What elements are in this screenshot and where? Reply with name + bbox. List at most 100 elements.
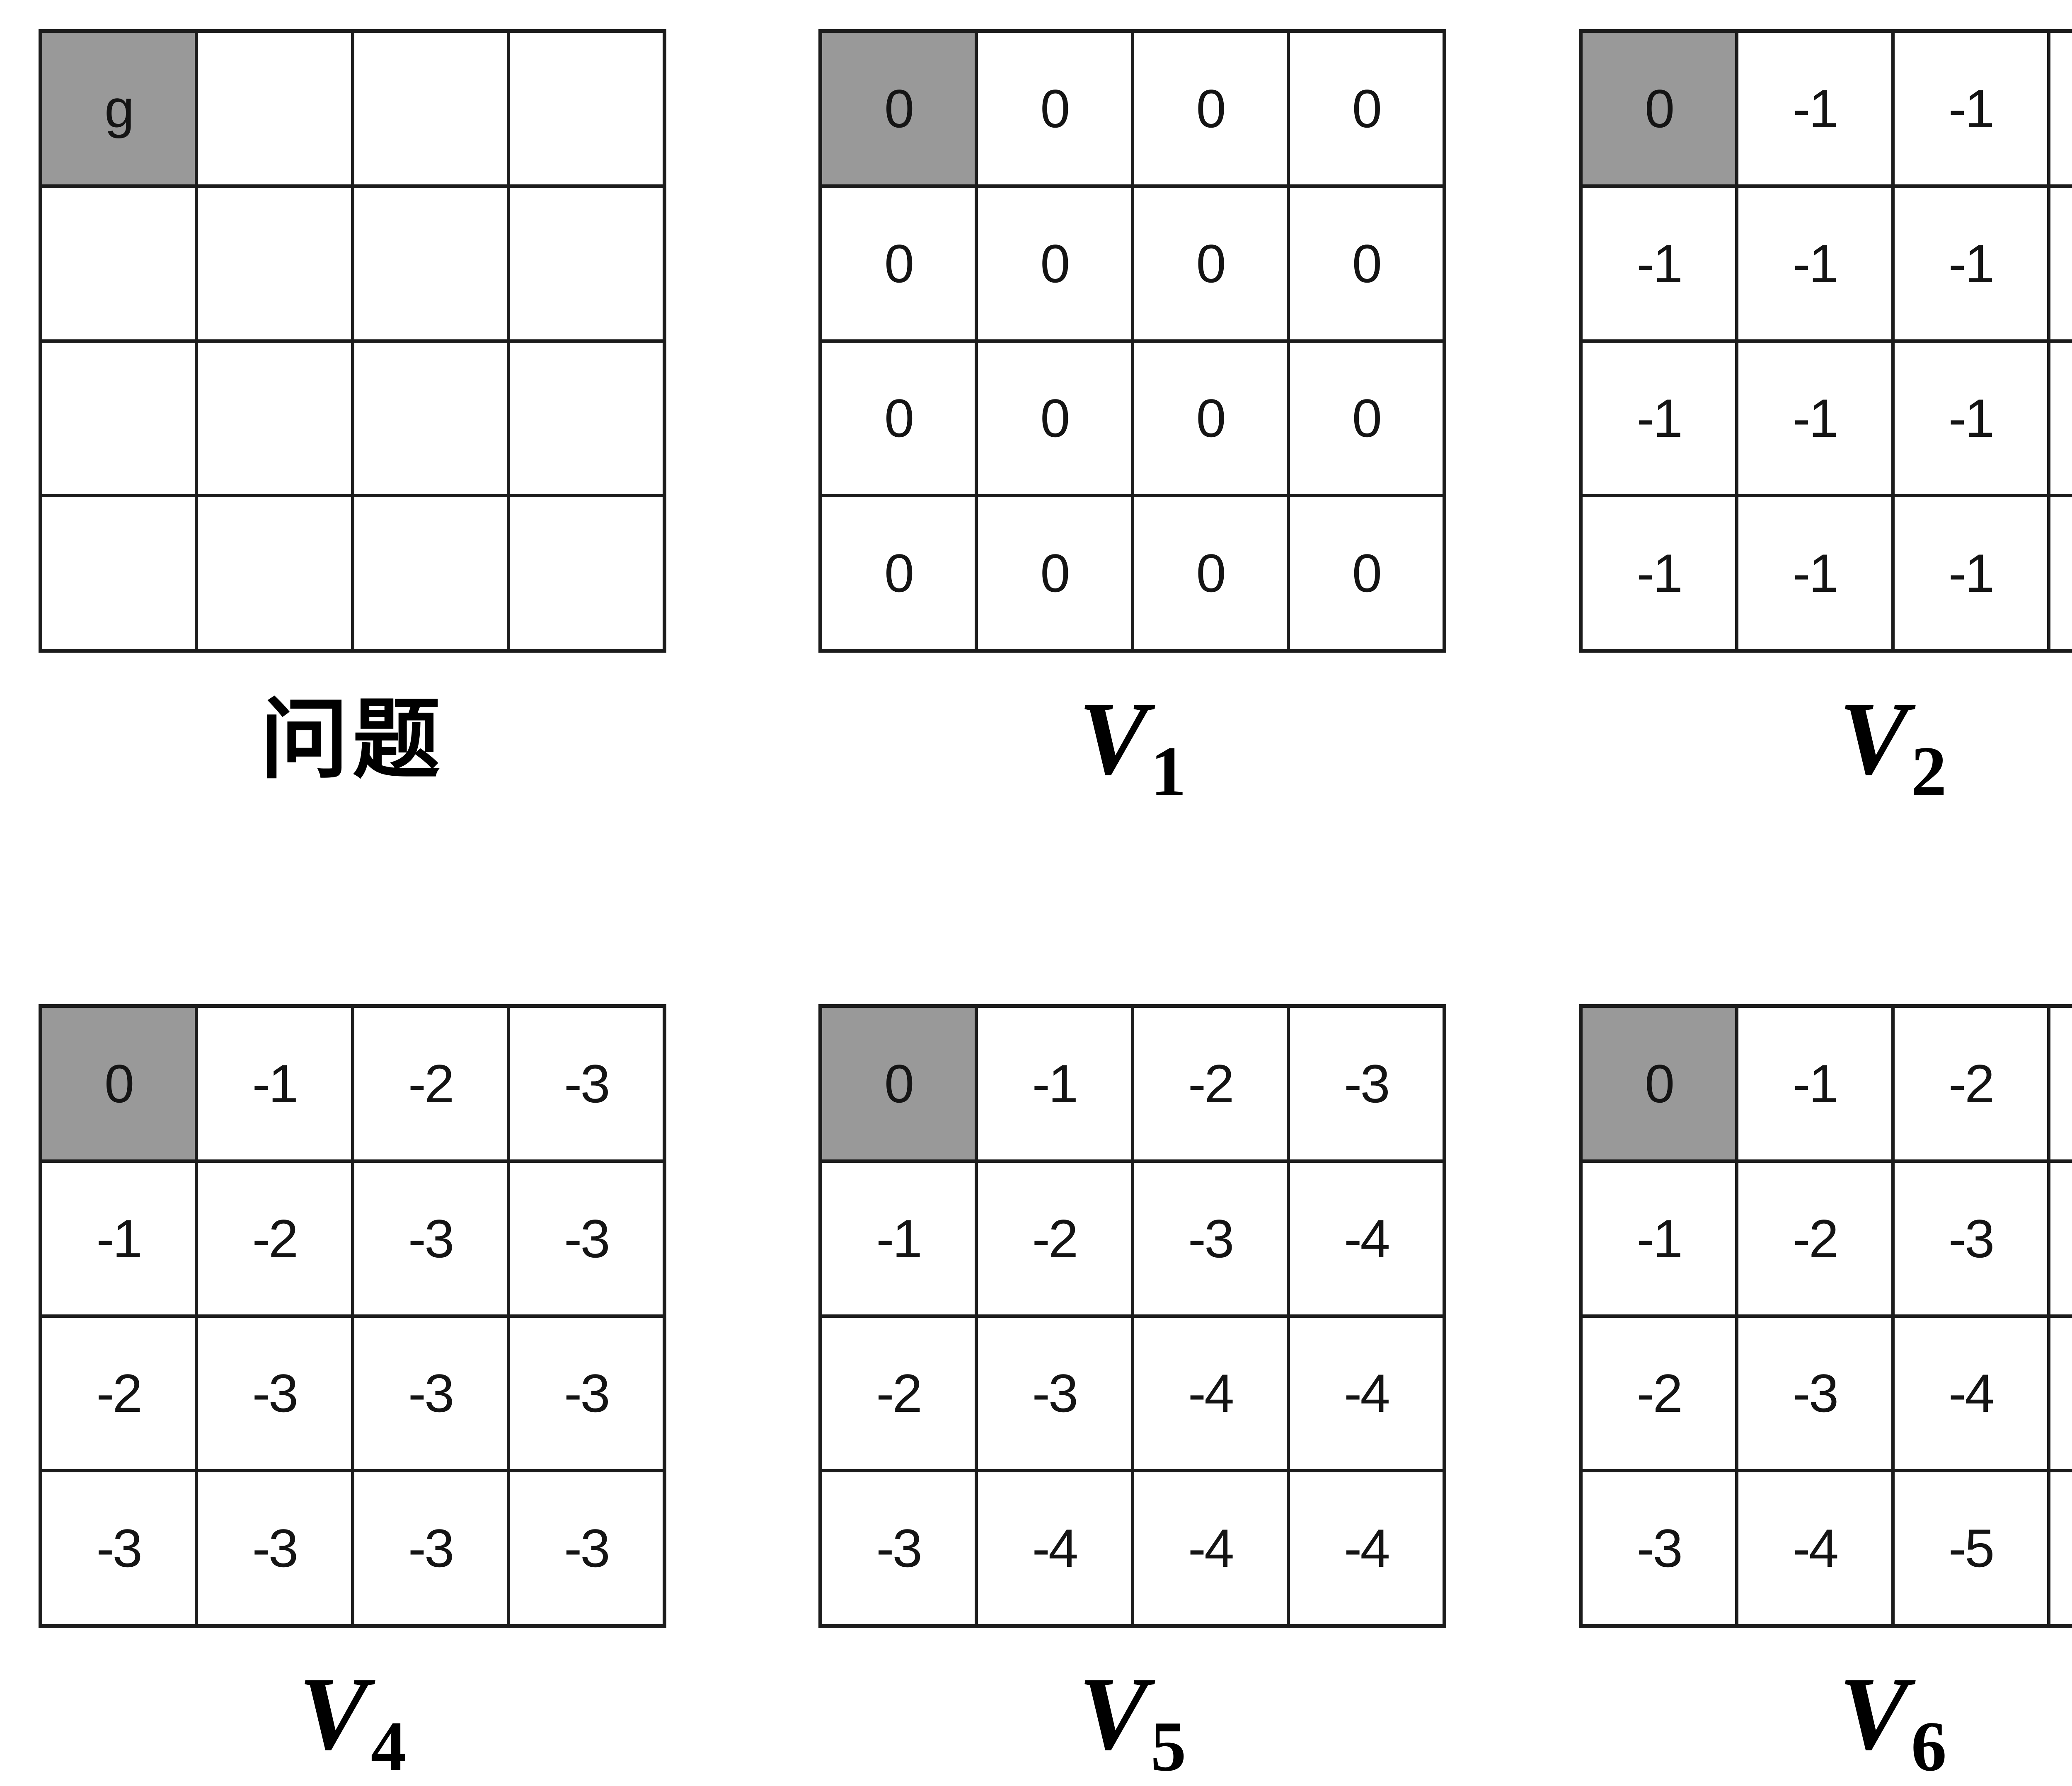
panel-problem: g 问题 bbox=[39, 29, 666, 789]
cell-v2-r2c1: -1 bbox=[1738, 342, 1891, 494]
cell-problem-r2c3 bbox=[510, 342, 663, 494]
caption-v5: V5 bbox=[818, 1661, 1446, 1786]
caption-v-subscript: 4 bbox=[370, 1707, 407, 1786]
cell-v4-r2c3: -3 bbox=[510, 1317, 663, 1469]
cell-v5-r0c1: -1 bbox=[978, 1008, 1131, 1159]
cell-problem-r1c1 bbox=[198, 187, 351, 339]
cell-v6-r3c2: -5 bbox=[1894, 1472, 2047, 1624]
cell-v2-r0c0-goal: 0 bbox=[1583, 33, 1736, 184]
caption-v6: V6 bbox=[1579, 1661, 2072, 1786]
cell-v6-r1c2: -3 bbox=[1894, 1162, 2047, 1314]
cell-problem-r0c2 bbox=[354, 33, 507, 184]
cell-v6-r0c3: -3 bbox=[2050, 1008, 2072, 1159]
cell-v5-r0c3: -3 bbox=[1290, 1008, 1443, 1159]
cell-v4-r2c1: -3 bbox=[198, 1317, 351, 1469]
panel-v4: 0-1-2-3-1-2-3-3-2-3-3-3-3-3-3-3 V4 bbox=[39, 1004, 666, 1786]
cell-v1-r0c1: 0 bbox=[978, 33, 1131, 184]
cell-v6-r1c0: -1 bbox=[1583, 1162, 1736, 1314]
cell-v6-r1c1: -2 bbox=[1738, 1162, 1891, 1314]
cell-v4-r2c0: -2 bbox=[42, 1317, 195, 1469]
caption-v-symbol: V bbox=[1078, 1655, 1148, 1771]
cell-v1-r3c1: 0 bbox=[978, 497, 1131, 649]
caption-v2: V2 bbox=[1579, 686, 2072, 811]
grid-v2: 0-1-1-1-1-1-1-1-1-1-1-1-1-1-1-1 bbox=[1579, 29, 2072, 653]
cell-v6-r0c2: -2 bbox=[1894, 1008, 2047, 1159]
cell-v4-r1c0: -1 bbox=[42, 1162, 195, 1314]
cell-v2-r3c2: -1 bbox=[1894, 497, 2047, 649]
cell-v6-r2c2: -4 bbox=[1894, 1317, 2047, 1469]
cell-v1-r1c0: 0 bbox=[822, 187, 975, 339]
cell-v6-r0c0-goal: 0 bbox=[1583, 1008, 1736, 1159]
cell-v5-r1c0: -1 bbox=[822, 1162, 975, 1314]
cell-problem-r1c0 bbox=[42, 187, 195, 339]
caption-v-symbol: V bbox=[298, 1655, 368, 1771]
cell-v1-r1c2: 0 bbox=[1134, 187, 1287, 339]
cell-problem-r2c0 bbox=[42, 342, 195, 494]
cell-v5-r3c2: -4 bbox=[1134, 1472, 1287, 1624]
cell-v6-r2c1: -3 bbox=[1738, 1317, 1891, 1469]
cell-v4-r0c2: -2 bbox=[354, 1008, 507, 1159]
cell-v6-r2c3: -5 bbox=[2050, 1317, 2072, 1469]
cell-v4-r0c3: -3 bbox=[510, 1008, 663, 1159]
cell-v5-r1c2: -3 bbox=[1134, 1162, 1287, 1314]
cell-v2-r0c3: -1 bbox=[2050, 33, 2072, 184]
cell-v4-r0c1: -1 bbox=[198, 1008, 351, 1159]
cell-problem-r0c1 bbox=[198, 33, 351, 184]
cell-v6-r2c0: -2 bbox=[1583, 1317, 1736, 1469]
cell-v1-r0c3: 0 bbox=[1290, 33, 1443, 184]
cell-problem-r1c2 bbox=[354, 187, 507, 339]
cell-problem-r3c2 bbox=[354, 497, 507, 649]
cell-problem-r2c2 bbox=[354, 342, 507, 494]
caption-v-subscript: 6 bbox=[1911, 1707, 1947, 1786]
cell-problem-r3c1 bbox=[198, 497, 351, 649]
caption-text: 问题 bbox=[260, 692, 445, 789]
panel-v6: 0-1-2-3-1-2-3-4-2-3-4-5-3-4-5-5 V6 bbox=[1579, 1004, 2072, 1786]
caption-v-subscript: 1 bbox=[1150, 732, 1186, 811]
cell-v4-r3c0: -3 bbox=[42, 1472, 195, 1624]
caption-v-symbol: V bbox=[1839, 1655, 1909, 1771]
caption-problem: 问题 bbox=[39, 691, 666, 789]
cell-v2-r2c3: -1 bbox=[2050, 342, 2072, 494]
cell-v1-r3c3: 0 bbox=[1290, 497, 1443, 649]
cell-v4-r2c2: -3 bbox=[354, 1317, 507, 1469]
cell-v4-r1c3: -3 bbox=[510, 1162, 663, 1314]
cell-problem-r1c3 bbox=[510, 187, 663, 339]
caption-v-symbol: V bbox=[1078, 680, 1148, 796]
cell-v5-r3c3: -4 bbox=[1290, 1472, 1443, 1624]
cell-v2-r3c0: -1 bbox=[1583, 497, 1736, 649]
cell-v1-r0c2: 0 bbox=[1134, 33, 1287, 184]
cell-v1-r2c2: 0 bbox=[1134, 342, 1287, 494]
cell-v5-r3c0: -3 bbox=[822, 1472, 975, 1624]
cell-v6-r0c1: -1 bbox=[1738, 1008, 1891, 1159]
cell-v2-r2c2: -1 bbox=[1894, 342, 2047, 494]
cell-v1-r1c3: 0 bbox=[1290, 187, 1443, 339]
cell-problem-r3c3 bbox=[510, 497, 663, 649]
cell-problem-r3c0 bbox=[42, 497, 195, 649]
cell-v4-r1c1: -2 bbox=[198, 1162, 351, 1314]
grid-problem: g bbox=[39, 29, 666, 653]
cell-v5-r1c3: -4 bbox=[1290, 1162, 1443, 1314]
cell-v5-r0c2: -2 bbox=[1134, 1008, 1287, 1159]
panel-v5: 0-1-2-3-1-2-3-4-2-3-4-4-3-4-4-4 V5 bbox=[818, 1004, 1446, 1786]
cell-v5-r0c0-goal: 0 bbox=[822, 1008, 975, 1159]
cell-v2-r1c3: -1 bbox=[2050, 187, 2072, 339]
panel-v2: 0-1-1-1-1-1-1-1-1-1-1-1-1-1-1-1 V2 bbox=[1579, 29, 2072, 811]
cell-v1-r3c2: 0 bbox=[1134, 497, 1287, 649]
cell-problem-r0c0-goal: g bbox=[42, 33, 195, 184]
cell-v4-r0c0-goal: 0 bbox=[42, 1008, 195, 1159]
caption-v4: V4 bbox=[39, 1661, 666, 1786]
cell-v5-r1c1: -2 bbox=[978, 1162, 1131, 1314]
cell-v5-r3c1: -4 bbox=[978, 1472, 1131, 1624]
cell-v5-r2c0: -2 bbox=[822, 1317, 975, 1469]
caption-v-subscript: 5 bbox=[1150, 1707, 1186, 1786]
cell-v5-r2c3: -4 bbox=[1290, 1317, 1443, 1469]
cell-v2-r3c1: -1 bbox=[1738, 497, 1891, 649]
cell-v6-r3c1: -4 bbox=[1738, 1472, 1891, 1624]
grid-v4: 0-1-2-3-1-2-3-3-2-3-3-3-3-3-3-3 bbox=[39, 1004, 666, 1628]
cell-v4-r3c3: -3 bbox=[510, 1472, 663, 1624]
cell-problem-r2c1 bbox=[198, 342, 351, 494]
grid-v5: 0-1-2-3-1-2-3-4-2-3-4-4-3-4-4-4 bbox=[818, 1004, 1446, 1628]
grid-v6: 0-1-2-3-1-2-3-4-2-3-4-5-3-4-5-5 bbox=[1579, 1004, 2072, 1628]
